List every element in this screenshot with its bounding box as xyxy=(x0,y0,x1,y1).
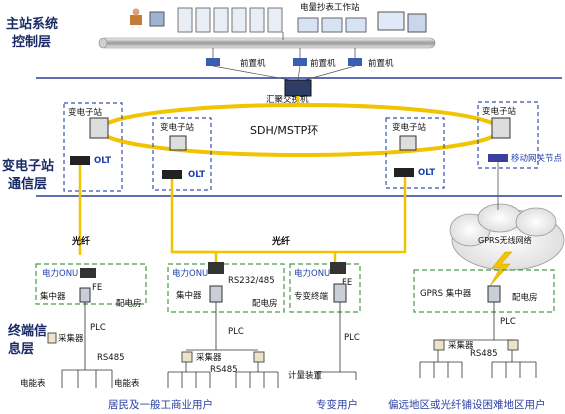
gateway-device xyxy=(488,154,508,162)
layer-label-substation-2: 通信层 xyxy=(8,176,47,192)
g1-room-label: 配电房 xyxy=(116,298,142,309)
g4-concentrator-label: GPRS 集中器 xyxy=(420,288,472,299)
g1-meter-bus xyxy=(61,369,113,388)
g1-concentrator-device xyxy=(79,287,91,303)
g1-meter-label-1: 电能表 xyxy=(20,378,46,389)
g3-onu-label: 电力ONU xyxy=(294,268,330,279)
g1-concentrator-label: 集中器 xyxy=(40,291,66,302)
g2-rs485-label: RS485 xyxy=(210,365,238,375)
gateway-label: 移动网关节点 xyxy=(511,153,563,164)
user-caption-1: 居民及一般工商业用户 xyxy=(108,398,213,411)
olt-device-1 xyxy=(70,156,90,165)
substation-box-2 xyxy=(152,117,212,191)
g2-onu-device xyxy=(208,262,224,274)
olt-device-3 xyxy=(394,168,414,177)
g1-onu-label: 电力ONU xyxy=(42,268,78,279)
g4-room-label: 配电房 xyxy=(512,292,538,303)
layer-label-terminal: 终端信 xyxy=(8,323,47,339)
aggregation-switch xyxy=(284,79,312,97)
g2-concentrator-label: 集中器 xyxy=(176,290,202,301)
frontend-label-2: 前置机 xyxy=(310,58,336,69)
g3-terminal-label: 专变终端 xyxy=(294,291,329,302)
g2-room-label: 配电房 xyxy=(252,298,278,309)
g4-concentrator-device xyxy=(487,285,501,303)
layer-label-master: 主站系统 xyxy=(6,16,58,32)
switch-label: 汇聚交换机 xyxy=(266,94,309,105)
frontend-label-1: 前置机 xyxy=(240,58,266,69)
fiber-lines xyxy=(78,165,407,262)
substation-label-3: 变电子站 xyxy=(392,122,427,133)
g4-rs485-label: RS485 xyxy=(470,349,498,359)
g2-collector-bus xyxy=(167,349,279,388)
g1-plc-label: PLC xyxy=(90,323,106,333)
workstation-cluster xyxy=(130,7,427,40)
substation-label-1: 变电子站 xyxy=(68,107,103,118)
g2-plc-label: PLC xyxy=(228,327,244,337)
olt-label-3: OLT xyxy=(418,168,435,178)
g2-rs-label: RS232/485 xyxy=(228,276,275,286)
g2-collector-device-1 xyxy=(181,351,193,363)
substation-device-2 xyxy=(169,135,187,151)
g2-collector-device-2 xyxy=(253,351,265,363)
group-box-4 xyxy=(413,269,555,313)
gprs-label: GPRS无线网络 xyxy=(478,235,532,245)
layer-label-master-2: 控制层 xyxy=(12,34,51,50)
g1-onu-device xyxy=(80,268,96,278)
g4-collector-bus xyxy=(419,339,537,378)
user-caption-3: 偏远地区或光纤铺设困难地区用户 xyxy=(388,398,546,411)
g3-fe-label: FE xyxy=(342,278,352,288)
g3-terminal-device xyxy=(333,283,347,303)
substation-device-3 xyxy=(399,135,417,151)
g3-metering-label: 计量装置 xyxy=(288,370,323,381)
substation-device-4 xyxy=(491,117,511,139)
g3-plc-label: PLC xyxy=(344,333,360,343)
g1-rs485-label: RS485 xyxy=(97,353,125,363)
group-box-2 xyxy=(167,263,285,313)
fiber-label-left: 光纤 xyxy=(71,235,90,247)
g4-collector-device-1 xyxy=(433,339,445,351)
group-box-3 xyxy=(289,263,361,313)
g1-collector-label: 采集器 xyxy=(58,333,84,344)
user-caption-2: 专变用户 xyxy=(316,398,358,411)
layer-label-substation: 变电子站 xyxy=(2,158,54,174)
substation-label-2: 变电子站 xyxy=(160,122,195,133)
g4-collector-label: 采集器 xyxy=(448,340,474,351)
workstation-label: 电量抄表工作站 xyxy=(300,2,360,13)
fiber-label-middle: 光纤 xyxy=(271,235,290,247)
g2-concentrator-device xyxy=(209,285,223,303)
g4-plc-label: PLC xyxy=(500,317,516,327)
g1-fe-label: FE xyxy=(92,283,102,293)
g2-collector-label: 采集器 xyxy=(196,352,222,363)
olt-label-1: OLT xyxy=(94,156,111,166)
g1-meter-label-2: 电能表 xyxy=(114,378,140,389)
layer-label-terminal-2: 息层 xyxy=(8,341,34,357)
g3-onu-device xyxy=(330,262,346,274)
olt-label-2: OLT xyxy=(188,170,205,180)
substation-box-3 xyxy=(385,117,445,189)
olt-device-2 xyxy=(162,170,182,179)
substation-label-4: 变电子站 xyxy=(482,106,517,117)
frontend-label-3: 前置机 xyxy=(368,58,394,69)
frontend-servers xyxy=(206,48,362,81)
g1-collector-device xyxy=(47,332,57,344)
gprs-cloud xyxy=(449,162,565,287)
group-box-1 xyxy=(35,263,147,305)
substation-box-1 xyxy=(63,102,123,192)
g2-onu-label: 电力ONU xyxy=(172,268,208,279)
ring-label: SDH/MSTP环 xyxy=(250,124,318,137)
master-bus xyxy=(98,37,436,49)
substation-box-4 xyxy=(477,101,539,169)
substation-device-1 xyxy=(89,117,109,139)
g4-collector-device-2 xyxy=(507,339,519,351)
